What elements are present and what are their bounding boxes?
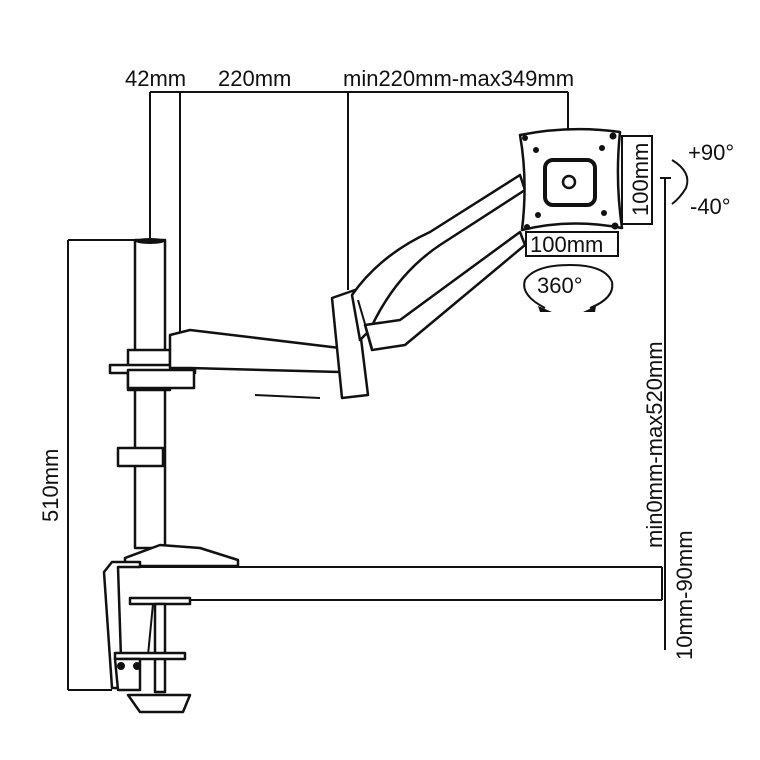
tilt-up-label: +90° — [688, 140, 734, 165]
dim-desk-thickness: 10mm-90mm — [672, 530, 697, 660]
vesa-height-box — [621, 135, 653, 225]
dim-height-range: min0mm-max520mm — [642, 341, 667, 548]
dim-vesa-height: 100mm — [628, 143, 653, 216]
tilt-arrow-icon — [671, 159, 689, 205]
dim-42mm: 42mm — [125, 66, 186, 91]
height-range-dimension — [660, 177, 671, 650]
dim-220mm: 220mm — [218, 66, 291, 91]
vesa-width-box — [525, 231, 619, 257]
tilt-down-label: -40° — [690, 194, 731, 219]
dim-arm-range: min220mm-max349mm — [343, 66, 574, 91]
top-dimension-lines — [149, 91, 569, 335]
gas-spring-arm — [350, 173, 527, 352]
dim-510mm: 510mm — [38, 449, 63, 522]
rotation-arrow-icon — [523, 263, 614, 312]
pole — [108, 238, 197, 550]
desk-clamp — [102, 543, 240, 714]
lower-arm — [168, 288, 370, 400]
dim-vesa-width: 100mm — [530, 232, 603, 257]
rotation-label: 360° — [537, 273, 583, 298]
desk — [140, 566, 663, 601]
vesa-plate — [518, 127, 624, 232]
